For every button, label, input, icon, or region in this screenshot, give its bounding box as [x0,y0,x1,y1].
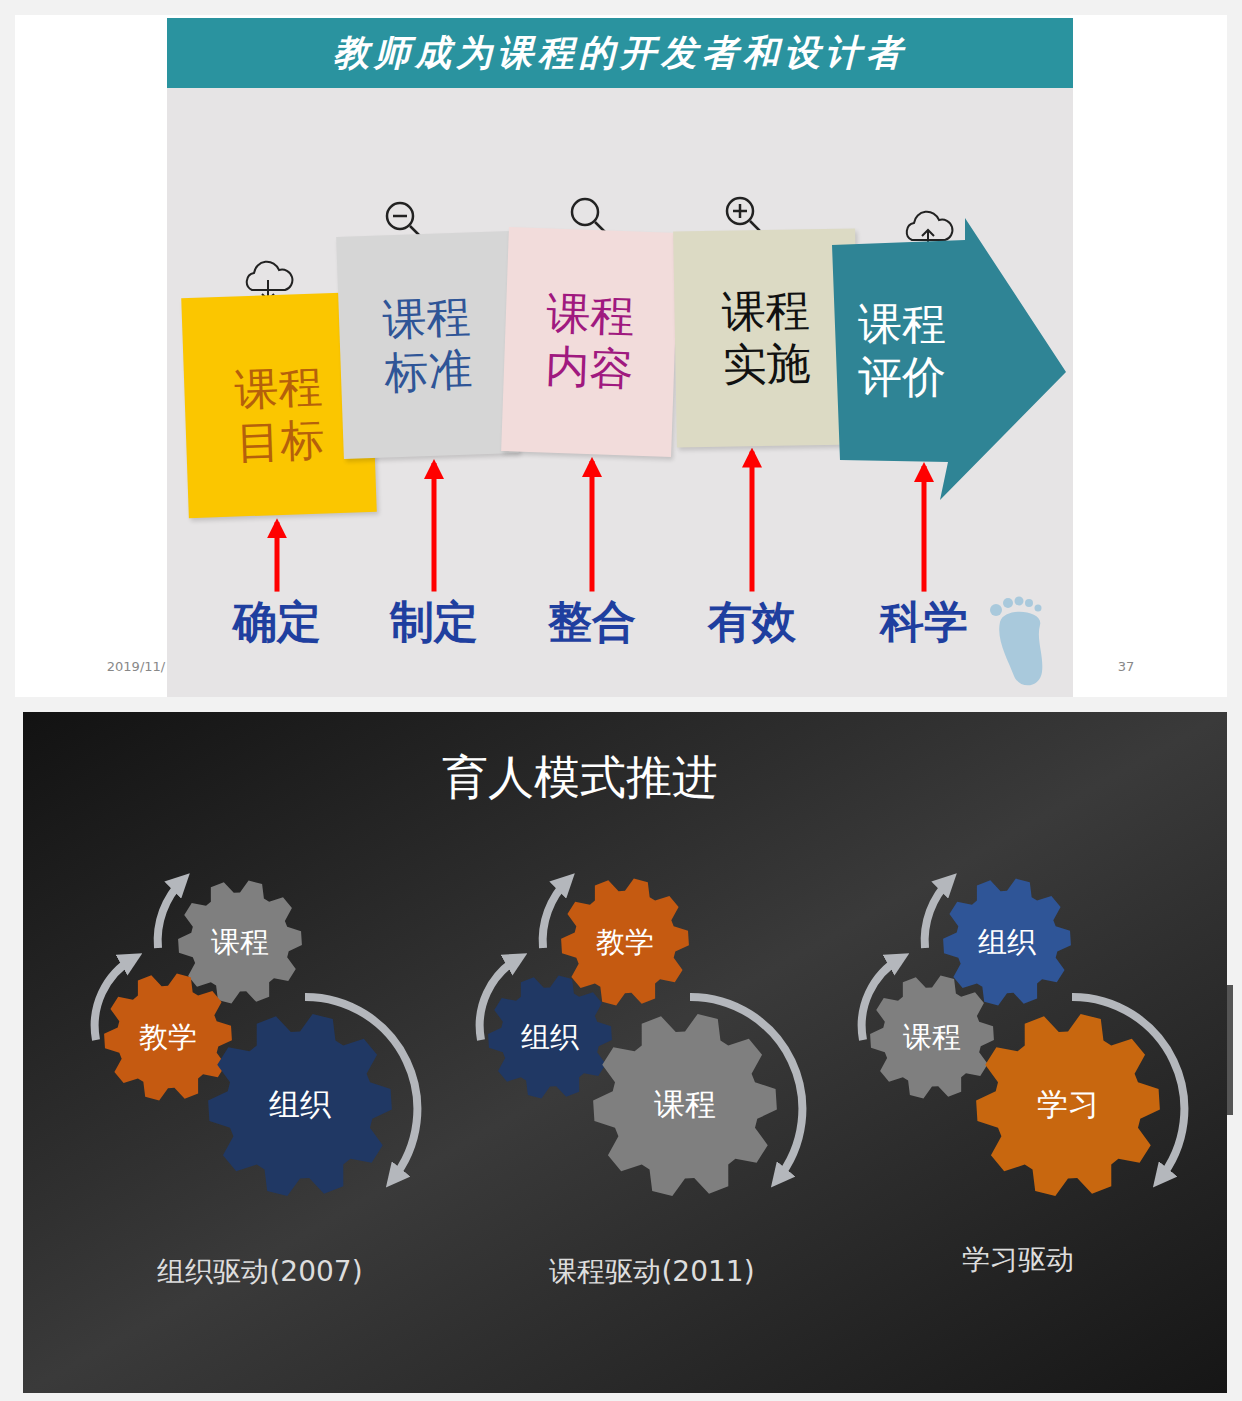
gear-label: 组织 [978,925,1036,960]
note-label: 课程标准 [379,291,475,400]
gear-label: 课程 [903,1020,961,1055]
gear-outline [178,881,302,1004]
evaluation-arrow: 课程评价 [840,240,965,462]
note-label: 课程目标 [231,361,327,470]
gear: 课程 [870,975,994,1099]
action-word: 整合 [548,596,636,649]
red-arrow [750,452,755,592]
red-arrow [922,466,927,592]
action-word-text: 制定 [390,596,478,649]
action-word: 科学 [880,596,968,649]
gear-caption: 组织驱动(2007) [157,1253,362,1291]
slide-dark-ground [23,712,1227,1393]
gear: 组织 [488,975,612,1099]
action-word: 有效 [708,596,796,649]
footprint-icon [990,597,1042,686]
gear-label: 组织 [269,1086,331,1123]
action-word-text: 整合 [548,596,636,649]
curved-arrow [158,880,183,948]
gear-label: 课程 [654,1086,716,1123]
gear: 学习 [976,1013,1160,1197]
gear: 课程 [593,1013,777,1197]
gear-outline [870,976,994,1099]
slide-content-ground [167,18,1073,697]
gear-caption: 学习驱动 [962,1241,1074,1279]
gear-outline [976,1014,1160,1196]
action-word-text: 有效 [708,596,796,649]
gear-label: 组织 [521,1020,579,1055]
title-bar [167,18,1073,88]
gear-outline [208,1014,392,1196]
gear-label: 学习 [1037,1086,1099,1123]
note-label: 课程实施 [719,284,813,391]
action-word: 确定 [233,596,321,649]
gear: 组织 [943,878,1071,1006]
content-note: 课程内容 [501,227,679,457]
slide-panel [15,15,1227,697]
red-arrow [590,461,595,592]
date-label: 2019/11/ [107,659,165,674]
gear-outline [561,879,689,1006]
gear-outline [104,974,232,1101]
gear: 教学 [104,973,232,1101]
red-arrow [275,522,280,591]
gear: 组织 [208,1013,392,1197]
gear-outline [943,879,1071,1006]
page-number: 37 [1118,659,1135,674]
gear: 教学 [561,878,689,1006]
gear-label: 教学 [139,1020,197,1055]
gear-label: 课程 [211,925,269,960]
standard-note: 课程标准 [336,231,519,459]
implement-note: 课程实施 [673,228,859,447]
gear-caption: 课程驱动(2011) [549,1253,754,1291]
gear: 课程 [178,880,302,1004]
red-arrow [432,463,437,592]
action-word-text: 确定 [233,596,321,649]
slide-title: 育人模式推进 [442,747,718,809]
gear-outline [593,1014,777,1196]
arrow-outline [832,218,1066,500]
gear-label: 教学 [596,925,654,960]
slide-title: 教师成为课程的开发者和设计者 [333,29,907,78]
action-word: 制定 [390,596,478,649]
scrollbar [1227,985,1233,1115]
gear-outline [488,976,612,1099]
action-word-text: 科学 [880,596,968,649]
note-label: 课程评价 [856,298,948,404]
note-label: 课程内容 [542,288,638,397]
